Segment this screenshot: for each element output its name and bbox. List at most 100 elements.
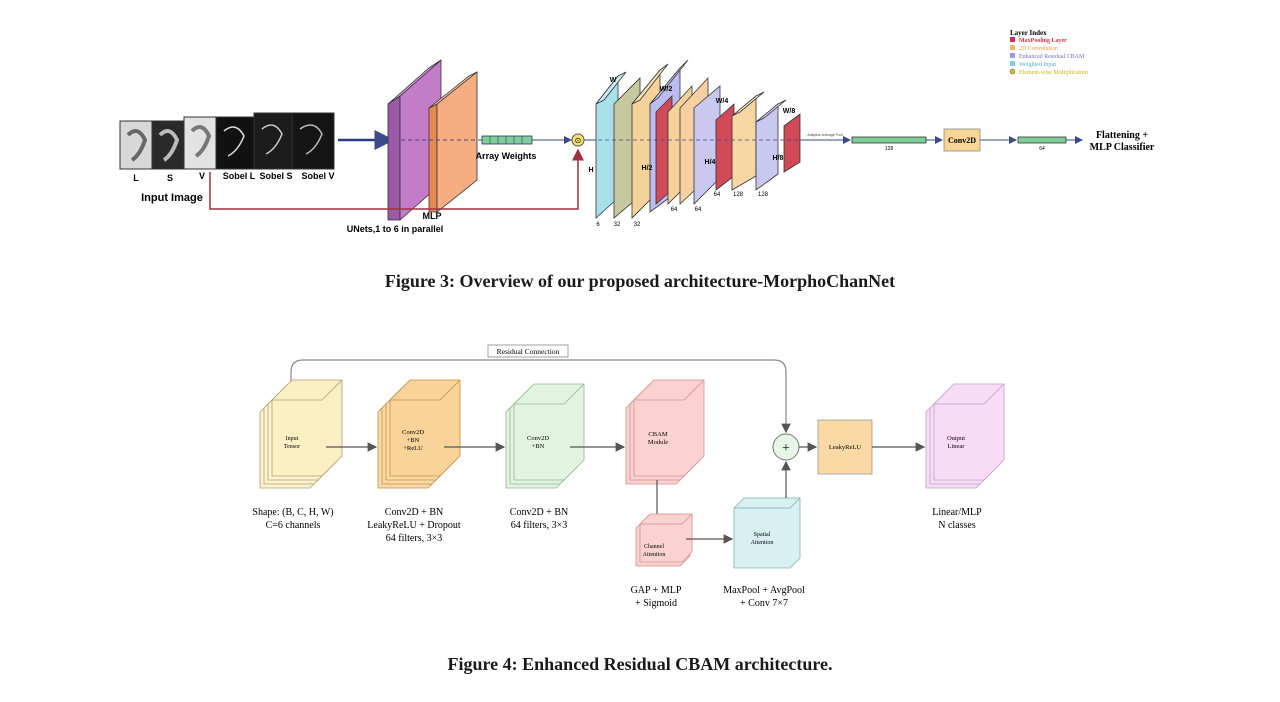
maxpool-slab-3 — [783, 113, 801, 173]
classifier-label-2: MLP Classifier — [1090, 142, 1155, 153]
output-line2: Linear — [948, 443, 966, 450]
input-label-sobel-s: Sobel S — [259, 171, 292, 181]
input-tensor-line1: Input — [286, 436, 299, 442]
layer-legend: Layer Index MaxPooling Layer 2D Convolut… — [1009, 29, 1088, 76]
vector-128 — [851, 136, 927, 144]
dim-w2: W/2 — [660, 86, 673, 93]
input-image-label: Input Image — [141, 192, 203, 204]
legend-swatch-multiply — [1009, 68, 1016, 75]
conv1-line1: Conv2D — [402, 429, 424, 436]
output-line1: Output — [947, 435, 965, 442]
conv2-desc-1: Conv2D + BN — [510, 507, 568, 518]
channel-label-0: 6 — [596, 222, 600, 228]
output-block — [925, 383, 1005, 489]
figure3-diagram: L S V Sobel L Sobel S Sobel V Input Imag… — [119, 29, 1155, 234]
dim-w: W — [610, 77, 617, 84]
spatial-desc-1: MaxPool + AvgPool — [723, 585, 805, 596]
input-label-sobel-v: Sobel V — [301, 171, 334, 181]
channel-label-4: 64 — [695, 207, 702, 213]
input-tile-l — [119, 120, 155, 170]
channel-label-3: 64 — [671, 207, 678, 213]
figure3-caption: Figure 3: Overview of our proposed archi… — [384, 271, 896, 291]
input-label-s: S — [167, 173, 173, 183]
legend-item-multiply: Element-wise Multiplication — [1019, 70, 1088, 76]
cbam-block — [625, 379, 705, 485]
input-tile-sobel-s — [253, 112, 295, 170]
legend-item-weighted: Weighted Input — [1019, 62, 1056, 68]
channel-desc-1: GAP + MLP — [631, 585, 682, 596]
channel-attention-line2: Attention — [643, 552, 666, 558]
legend-item-cbam: Enhanced Residual CBAM — [1019, 54, 1085, 60]
channel-attention-line1: Channel — [644, 544, 664, 550]
cnn-stack — [595, 59, 801, 219]
classifier-label-1: Flattening + — [1096, 130, 1148, 141]
leaky-relu-box — [817, 419, 873, 475]
conv2-block — [505, 383, 585, 489]
conv1-block — [377, 379, 461, 489]
mlp-label: MLP — [423, 211, 442, 221]
array-weights-label: Array Weights — [476, 151, 537, 161]
input-tensor-block — [259, 379, 343, 489]
conv1-line2: +BN — [407, 437, 420, 444]
skip-connection-input-to-multiply — [209, 148, 584, 210]
channel-label-6: 128 — [733, 192, 744, 198]
mlp-block — [428, 71, 478, 213]
input-tensor-line2: Tensor — [284, 444, 300, 450]
spatial-attention-line1: Spatial — [754, 532, 771, 538]
conv-slab-5 — [731, 95, 757, 191]
input-tile-sobel-l — [215, 116, 257, 170]
input-label-v: V — [199, 171, 205, 181]
conv1-desc-3: 64 filters, 3×3 — [386, 533, 442, 544]
legend-swatch-maxpool — [1010, 37, 1015, 42]
leaky-relu-label: LeakyReLU — [829, 444, 861, 451]
conv1-desc-1: Conv2D + BN — [385, 507, 443, 518]
figure4-caption: Figure 4: Enhanced Residual CBAM archite… — [447, 654, 833, 674]
output-desc-1: Linear/MLP — [932, 507, 982, 518]
residual-connection-path — [290, 359, 791, 434]
residual-connection-box — [487, 344, 569, 358]
legend-item-maxpool: MaxPooling Layer — [1019, 38, 1067, 44]
dim-h2: H/2 — [642, 165, 653, 172]
cbam-slab-3 — [755, 103, 779, 191]
dim-w8: W/8 — [783, 108, 796, 115]
channel-label-5: 64 — [714, 192, 721, 198]
legend-title: Layer Index — [1010, 29, 1047, 37]
input-tile-sobel-v — [291, 112, 335, 170]
channel-attention-block — [635, 513, 693, 567]
spatial-desc-2: + Conv 7×7 — [740, 598, 788, 609]
legend-item-conv: 2D Convolution — [1019, 46, 1058, 52]
channel-label-1: 32 — [614, 222, 621, 228]
channel-desc-2: + Sigmoid — [635, 598, 677, 609]
gap-label: Adaptive Average Pool — [807, 133, 843, 137]
dim-h: H — [588, 167, 593, 174]
unet-label: UNets,1 to 6 in parallel — [347, 224, 444, 234]
figure4-diagram: Residual Connection Input Tensor Shape: … — [252, 344, 1005, 609]
input-tile-v — [183, 116, 219, 170]
dim-h8: H/8 — [773, 155, 784, 162]
legend-swatch-weighted — [1010, 61, 1015, 66]
conv2-line2: +BN — [532, 443, 545, 450]
plus-symbol: + — [782, 441, 790, 456]
conv1-line3: +ReLU — [403, 445, 423, 452]
vector-64 — [1017, 136, 1067, 144]
cbam-line1: CBAM — [648, 431, 667, 438]
input-image-stack — [119, 112, 335, 170]
array-weights-vector — [481, 135, 533, 145]
cbam-line2: Module — [648, 439, 668, 446]
vector-64-label: 64 — [1039, 146, 1045, 152]
conv1-desc-2: LeakyReLU + Dropout — [367, 520, 461, 531]
input-desc-1: Shape: (B, C, H, W) — [252, 507, 333, 518]
input-tile-s — [151, 120, 187, 170]
dim-w4: W/4 — [716, 98, 729, 105]
channel-label-2: 32 — [634, 222, 641, 228]
vector-128-label: 128 — [885, 146, 894, 152]
channel-label-7: 128 — [758, 192, 769, 198]
multiply-symbol: ⊙ — [575, 136, 582, 145]
legend-swatch-conv — [1010, 45, 1015, 50]
conv2d-label: Conv2D — [948, 136, 976, 145]
conv2-desc-2: 64 filters, 3×3 — [511, 520, 567, 531]
input-label-sobel-l: Sobel L — [223, 171, 256, 181]
conv2-line1: Conv2D — [527, 435, 549, 442]
dim-h4: H/4 — [705, 159, 716, 166]
